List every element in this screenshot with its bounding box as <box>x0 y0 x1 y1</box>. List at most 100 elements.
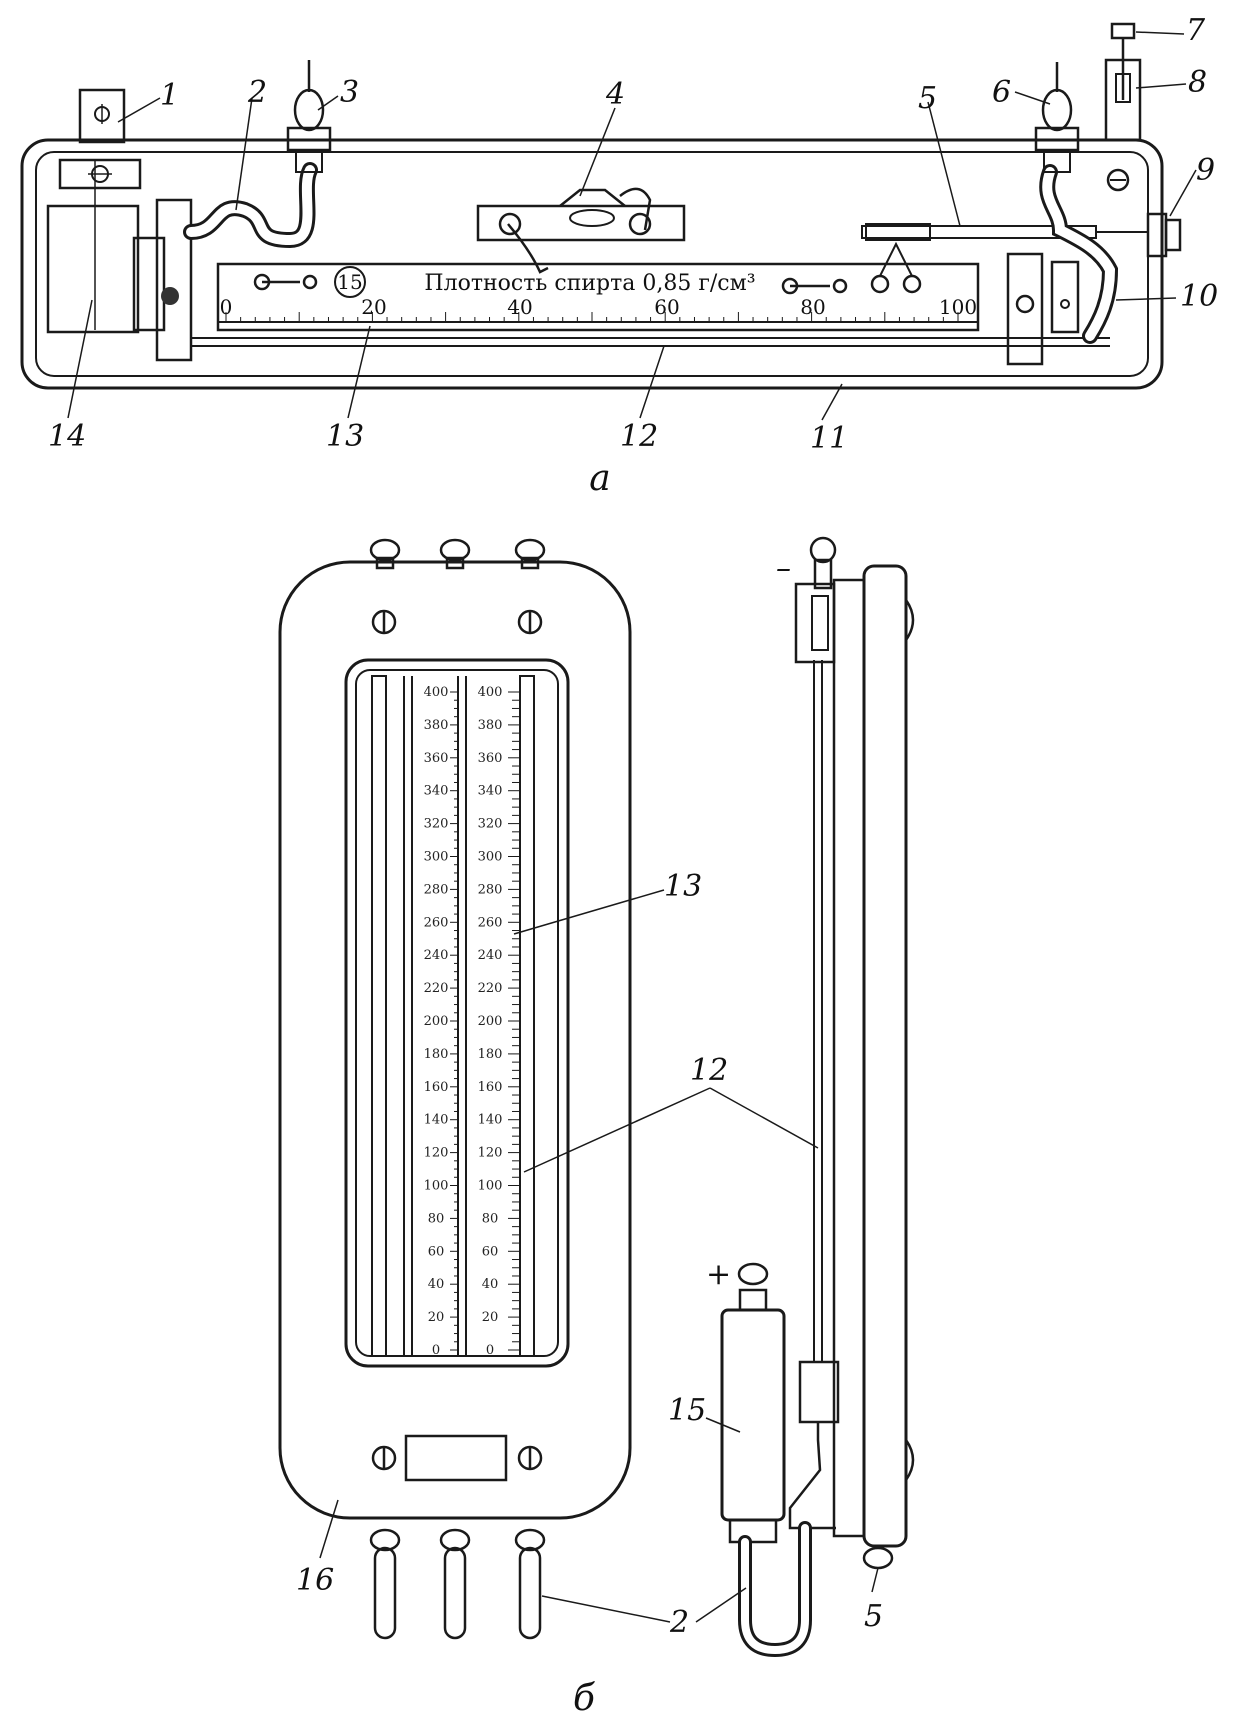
callout-2: 2 <box>247 75 267 110</box>
callout-3: 3 <box>340 75 359 110</box>
caption-a: а <box>589 458 610 499</box>
front-panel-16 <box>278 560 632 1520</box>
scale-tick-label: 20 <box>361 295 386 319</box>
housing-outer <box>20 138 1164 390</box>
vertical-scale-label: 340 <box>478 784 503 799</box>
callout-1: 1 <box>160 78 179 113</box>
vertical-scale-label: 100 <box>424 1179 449 1194</box>
scale-tick-label: 0 <box>220 295 233 319</box>
clamp-left <box>155 198 193 362</box>
callout-12: 12 <box>690 1053 728 1088</box>
vertical-scale-label: 0 <box>432 1343 440 1358</box>
reservoir-15 <box>720 1308 786 1522</box>
callout-4: 4 <box>605 77 625 112</box>
scale-window <box>344 658 570 1368</box>
vertical-scale-label: 380 <box>424 718 449 733</box>
vertical-scale-label: 280 <box>424 882 449 897</box>
figure-b-front: 4003803603403203002802602402202001801601… <box>278 538 632 1640</box>
reservoir-neck <box>132 236 166 332</box>
reservoir-cap <box>58 158 142 190</box>
vertical-scale-label: 300 <box>478 850 503 865</box>
vertical-scale-label: 200 <box>478 1014 503 1029</box>
bottom-connectors <box>369 1528 546 1640</box>
callout-7: 7 <box>1186 13 1206 48</box>
clamp-right <box>1006 252 1044 366</box>
scale-plate-13 <box>216 262 980 332</box>
screw <box>1106 168 1130 192</box>
vertical-scale-label: 160 <box>478 1080 503 1095</box>
vertical-scale-label: 120 <box>478 1146 503 1161</box>
scale-ticks-a <box>225 312 959 322</box>
scale-ticks-b <box>450 691 520 1351</box>
leader-lines-b <box>319 889 879 1623</box>
bracket-1 <box>78 88 126 144</box>
callout-10: 10 <box>1180 279 1218 314</box>
vertical-scale-label: 180 <box>478 1047 503 1062</box>
callout-8: 8 <box>1188 65 1207 100</box>
vertical-scale-label: 80 <box>482 1211 499 1226</box>
callouts-b: 13 12 15 16 2 5 + – <box>296 551 883 1640</box>
vertical-scale-label: 400 <box>478 685 503 700</box>
vertical-scale-label: 80 <box>428 1211 445 1226</box>
level-bubble <box>569 209 615 227</box>
nameplate <box>404 1434 508 1482</box>
u-tube-2 <box>738 1521 812 1658</box>
vertical-scale-label: 60 <box>428 1244 445 1259</box>
callout-2: 2 <box>669 1605 689 1640</box>
vertical-scale-label: 300 <box>424 850 449 865</box>
vertical-scale-label: 220 <box>424 981 449 996</box>
badge-number: 15 <box>337 270 362 294</box>
vertical-scale-label: 280 <box>478 882 503 897</box>
scale-tick-label: 60 <box>654 295 679 319</box>
vertical-scale-label: 100 <box>478 1179 503 1194</box>
vertical-scale-label: 40 <box>482 1277 499 1292</box>
vertical-scale-label: 200 <box>424 1014 449 1029</box>
vertical-scale-label: 180 <box>424 1047 449 1062</box>
vertical-scale-label: 40 <box>428 1277 445 1292</box>
callout-16: 16 <box>296 1563 334 1598</box>
callout-5: 5 <box>918 81 937 116</box>
fitting-6 <box>1041 88 1073 132</box>
clamp-screw <box>161 287 179 305</box>
plus-sign: + <box>706 1257 731 1292</box>
callout-12: 12 <box>620 419 658 454</box>
vertical-scale-label: 260 <box>424 915 449 930</box>
vertical-scale-label: 140 <box>424 1113 449 1128</box>
vertical-scale-label: 60 <box>482 1244 499 1259</box>
callout-9: 9 <box>1196 153 1215 188</box>
callout-15: 15 <box>668 1393 706 1428</box>
vertical-scale-label: 220 <box>478 981 503 996</box>
vertical-scale-label: 160 <box>424 1080 449 1095</box>
panel-screws <box>371 609 543 1471</box>
vertical-scale-label: 340 <box>424 784 449 799</box>
vertical-scale-label: 20 <box>428 1310 445 1325</box>
callouts-a: 1 2 3 4 5 6 7 8 9 10 11 12 13 14 <box>48 13 1218 456</box>
level-4-base <box>476 204 686 242</box>
vertical-scale-label: 400 <box>424 685 449 700</box>
scale-labels-a: 0 20 40 60 80 100 <box>220 295 977 319</box>
vertical-scale-label: 380 <box>478 718 503 733</box>
callout-6: 6 <box>992 75 1011 110</box>
callout-5: 5 <box>864 1599 883 1634</box>
scale-labels-b-right: 4003803603403203002802602402202001801601… <box>478 685 503 1358</box>
vertical-scale-label: 140 <box>478 1113 503 1128</box>
vertical-scale-label: 120 <box>424 1146 449 1161</box>
reservoir-14 <box>46 204 140 334</box>
density-title: Плотность спирта 0,85 г/см³ <box>424 271 755 296</box>
vertical-scale-label: 20 <box>482 1310 499 1325</box>
foot-5 <box>862 1546 894 1570</box>
leader-lines-a <box>67 31 1197 421</box>
callout-14: 14 <box>48 419 86 454</box>
vertical-tubes <box>371 675 535 1357</box>
vertical-scale-label: 360 <box>478 751 503 766</box>
vertical-scale-label: 240 <box>478 948 503 963</box>
scale-tick-label: 40 <box>507 295 532 319</box>
vertical-scale-label: 360 <box>424 751 449 766</box>
figure-a: 0 20 40 60 80 100 Плотность спирта 0,85 … <box>20 13 1218 499</box>
scale-tick-label: 100 <box>939 295 977 319</box>
callout-13: 13 <box>664 869 702 904</box>
badge-circle <box>334 266 366 298</box>
figure-b-side <box>720 536 915 1658</box>
